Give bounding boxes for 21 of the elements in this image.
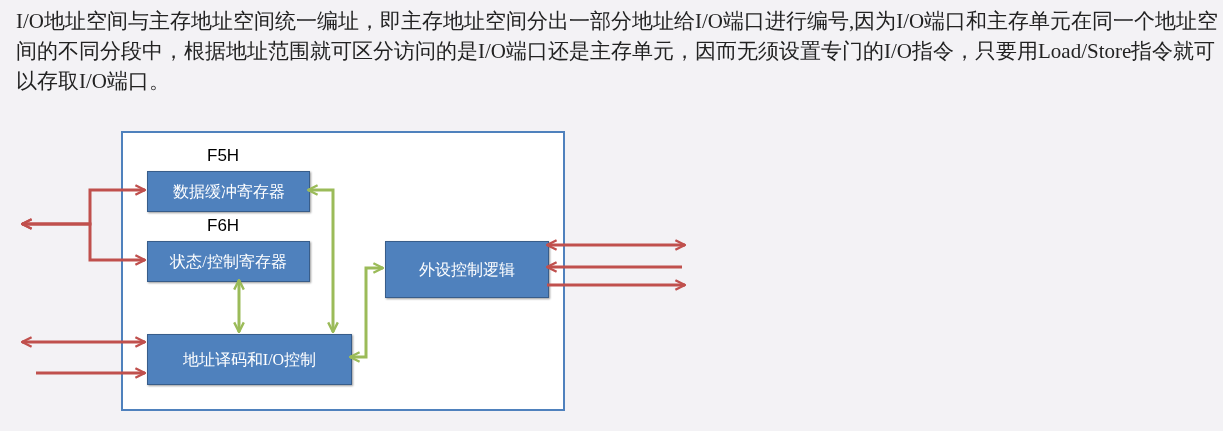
description-paragraph: I/O地址空间与主存地址空间统一编址，即主存地址空间分出一部分地址给I/O端口进行编号,因为I/O端口和主存单元在同一个地址空间的不同分段中，根据地址范围就可区分访问的是I/O端口还是主存单元，因而无须设置专门的I/O指令，只要用Load/Store指令就可以存取I/O端口。 xyxy=(16,8,1220,95)
arrow xyxy=(36,367,147,379)
interface-box xyxy=(121,131,565,411)
arrow xyxy=(20,336,147,348)
logic-box xyxy=(385,241,549,298)
box-label: 数据缓冲寄存器 xyxy=(172,181,285,202)
arrow xyxy=(547,279,687,291)
arrow xyxy=(20,218,147,266)
arrow xyxy=(348,262,385,363)
arrow xyxy=(306,184,339,334)
arrow xyxy=(545,261,682,273)
arrow xyxy=(545,239,687,251)
arrow xyxy=(233,278,245,334)
box-label: 外设控制逻辑 xyxy=(419,259,515,280)
control-box xyxy=(147,334,352,385)
address-label: F6H xyxy=(207,217,240,234)
box-label: 状态/控制寄存器 xyxy=(170,251,287,272)
box-label: 地址译码和I/O控制 xyxy=(182,349,317,370)
register-box xyxy=(147,241,310,282)
register-box xyxy=(147,171,310,212)
address-label: F5H xyxy=(207,147,240,164)
